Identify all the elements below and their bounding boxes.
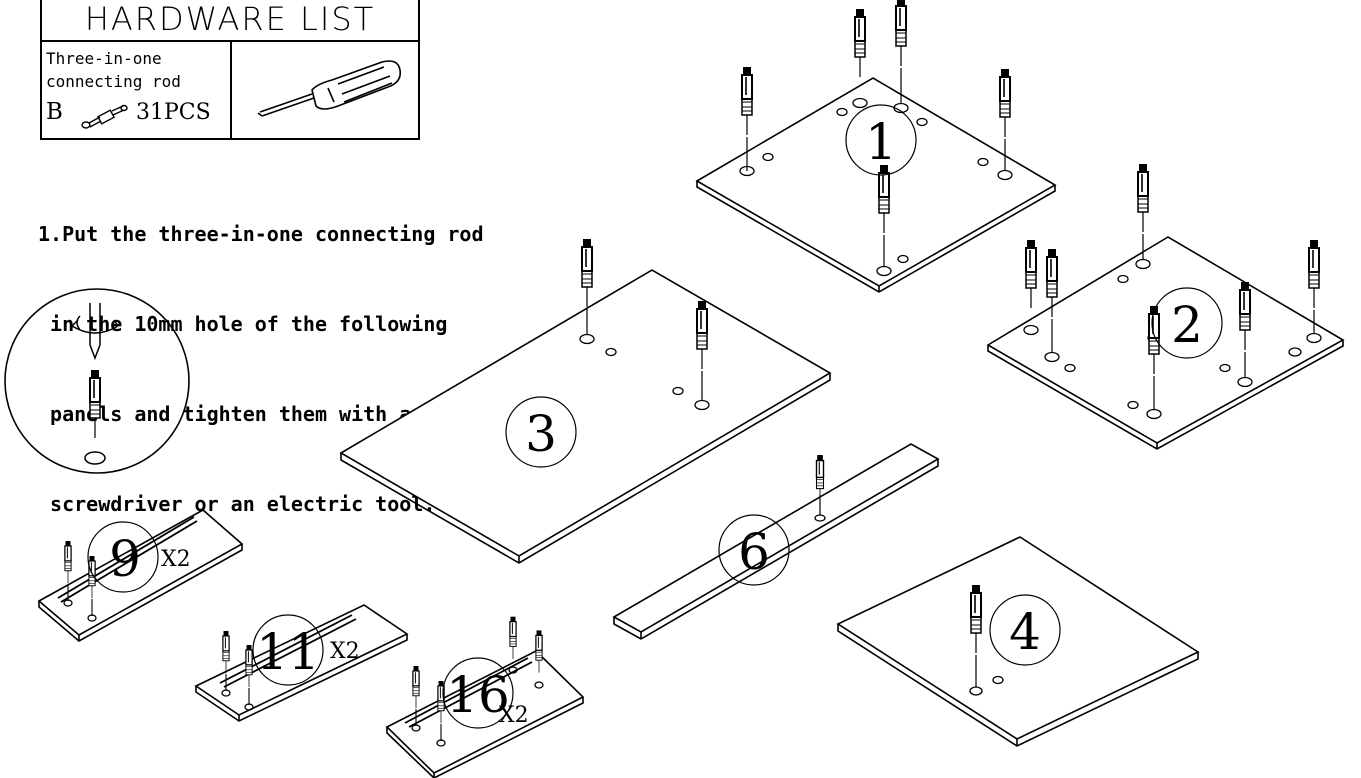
instruction-line-4: screwdriver or an electric tool.	[38, 492, 436, 516]
panel-16-circle	[442, 657, 514, 729]
panel-1	[695, 77, 1057, 293]
panel-6	[612, 443, 940, 640]
panel-2-number: 2	[1171, 296, 1203, 354]
panel-16-multiplier: X2	[499, 703, 529, 728]
hardware-item-letter: B	[46, 99, 63, 125]
instruction-line-2: in the 10mm hole of the following	[38, 312, 448, 336]
screwdriver-icon	[257, 60, 402, 117]
panel-11-circle	[252, 614, 324, 686]
panel-3	[339, 269, 832, 564]
panel-6-circle	[718, 514, 790, 586]
panel-1-circle	[845, 104, 917, 176]
panel-1-number: 1	[865, 113, 897, 171]
panel-9-circle	[87, 521, 159, 593]
panel-16-number: 16	[446, 666, 510, 724]
panel-4-number: 4	[1009, 603, 1041, 661]
panel-4-circle	[989, 594, 1061, 666]
hardware-item-name-line2: connecting rod	[46, 72, 181, 91]
panel-6-number: 6	[738, 523, 770, 581]
instruction-line-1: 1.Put the three-in-one connecting rod	[38, 222, 484, 246]
panel-11	[194, 604, 409, 722]
panel-9-number: 9	[109, 530, 141, 588]
panel-11-multiplier: X2	[330, 639, 360, 664]
hardware-list-title: HARDWARE LIST	[42, 0, 418, 42]
panel-2-circle	[1151, 287, 1223, 359]
hardware-item-name-line1: Three-in-one	[46, 49, 162, 68]
hardware-item-quantity: 31PCS	[136, 100, 211, 125]
hardware-item-cell: Three-in-one connecting rod B 31PCS	[42, 42, 232, 138]
panel-16	[385, 650, 585, 778]
panel-3-number: 3	[525, 405, 557, 463]
hardware-list-table: HARDWARE LIST Three-in-one connecting ro…	[40, 0, 420, 140]
panel-2	[986, 236, 1345, 450]
panel-3-circle	[505, 396, 577, 468]
detail-callout	[4, 288, 190, 474]
connecting-rod-icon	[81, 104, 128, 129]
panel-11-number: 11	[256, 623, 320, 681]
panel-9	[37, 509, 244, 642]
panel-9-multiplier: X2	[161, 547, 191, 572]
instruction-line-3: panels and tighten them with a cross	[38, 402, 484, 426]
instruction-text: 1.Put the three-in-one connecting rod in…	[38, 159, 484, 549]
panel-4	[836, 536, 1200, 747]
